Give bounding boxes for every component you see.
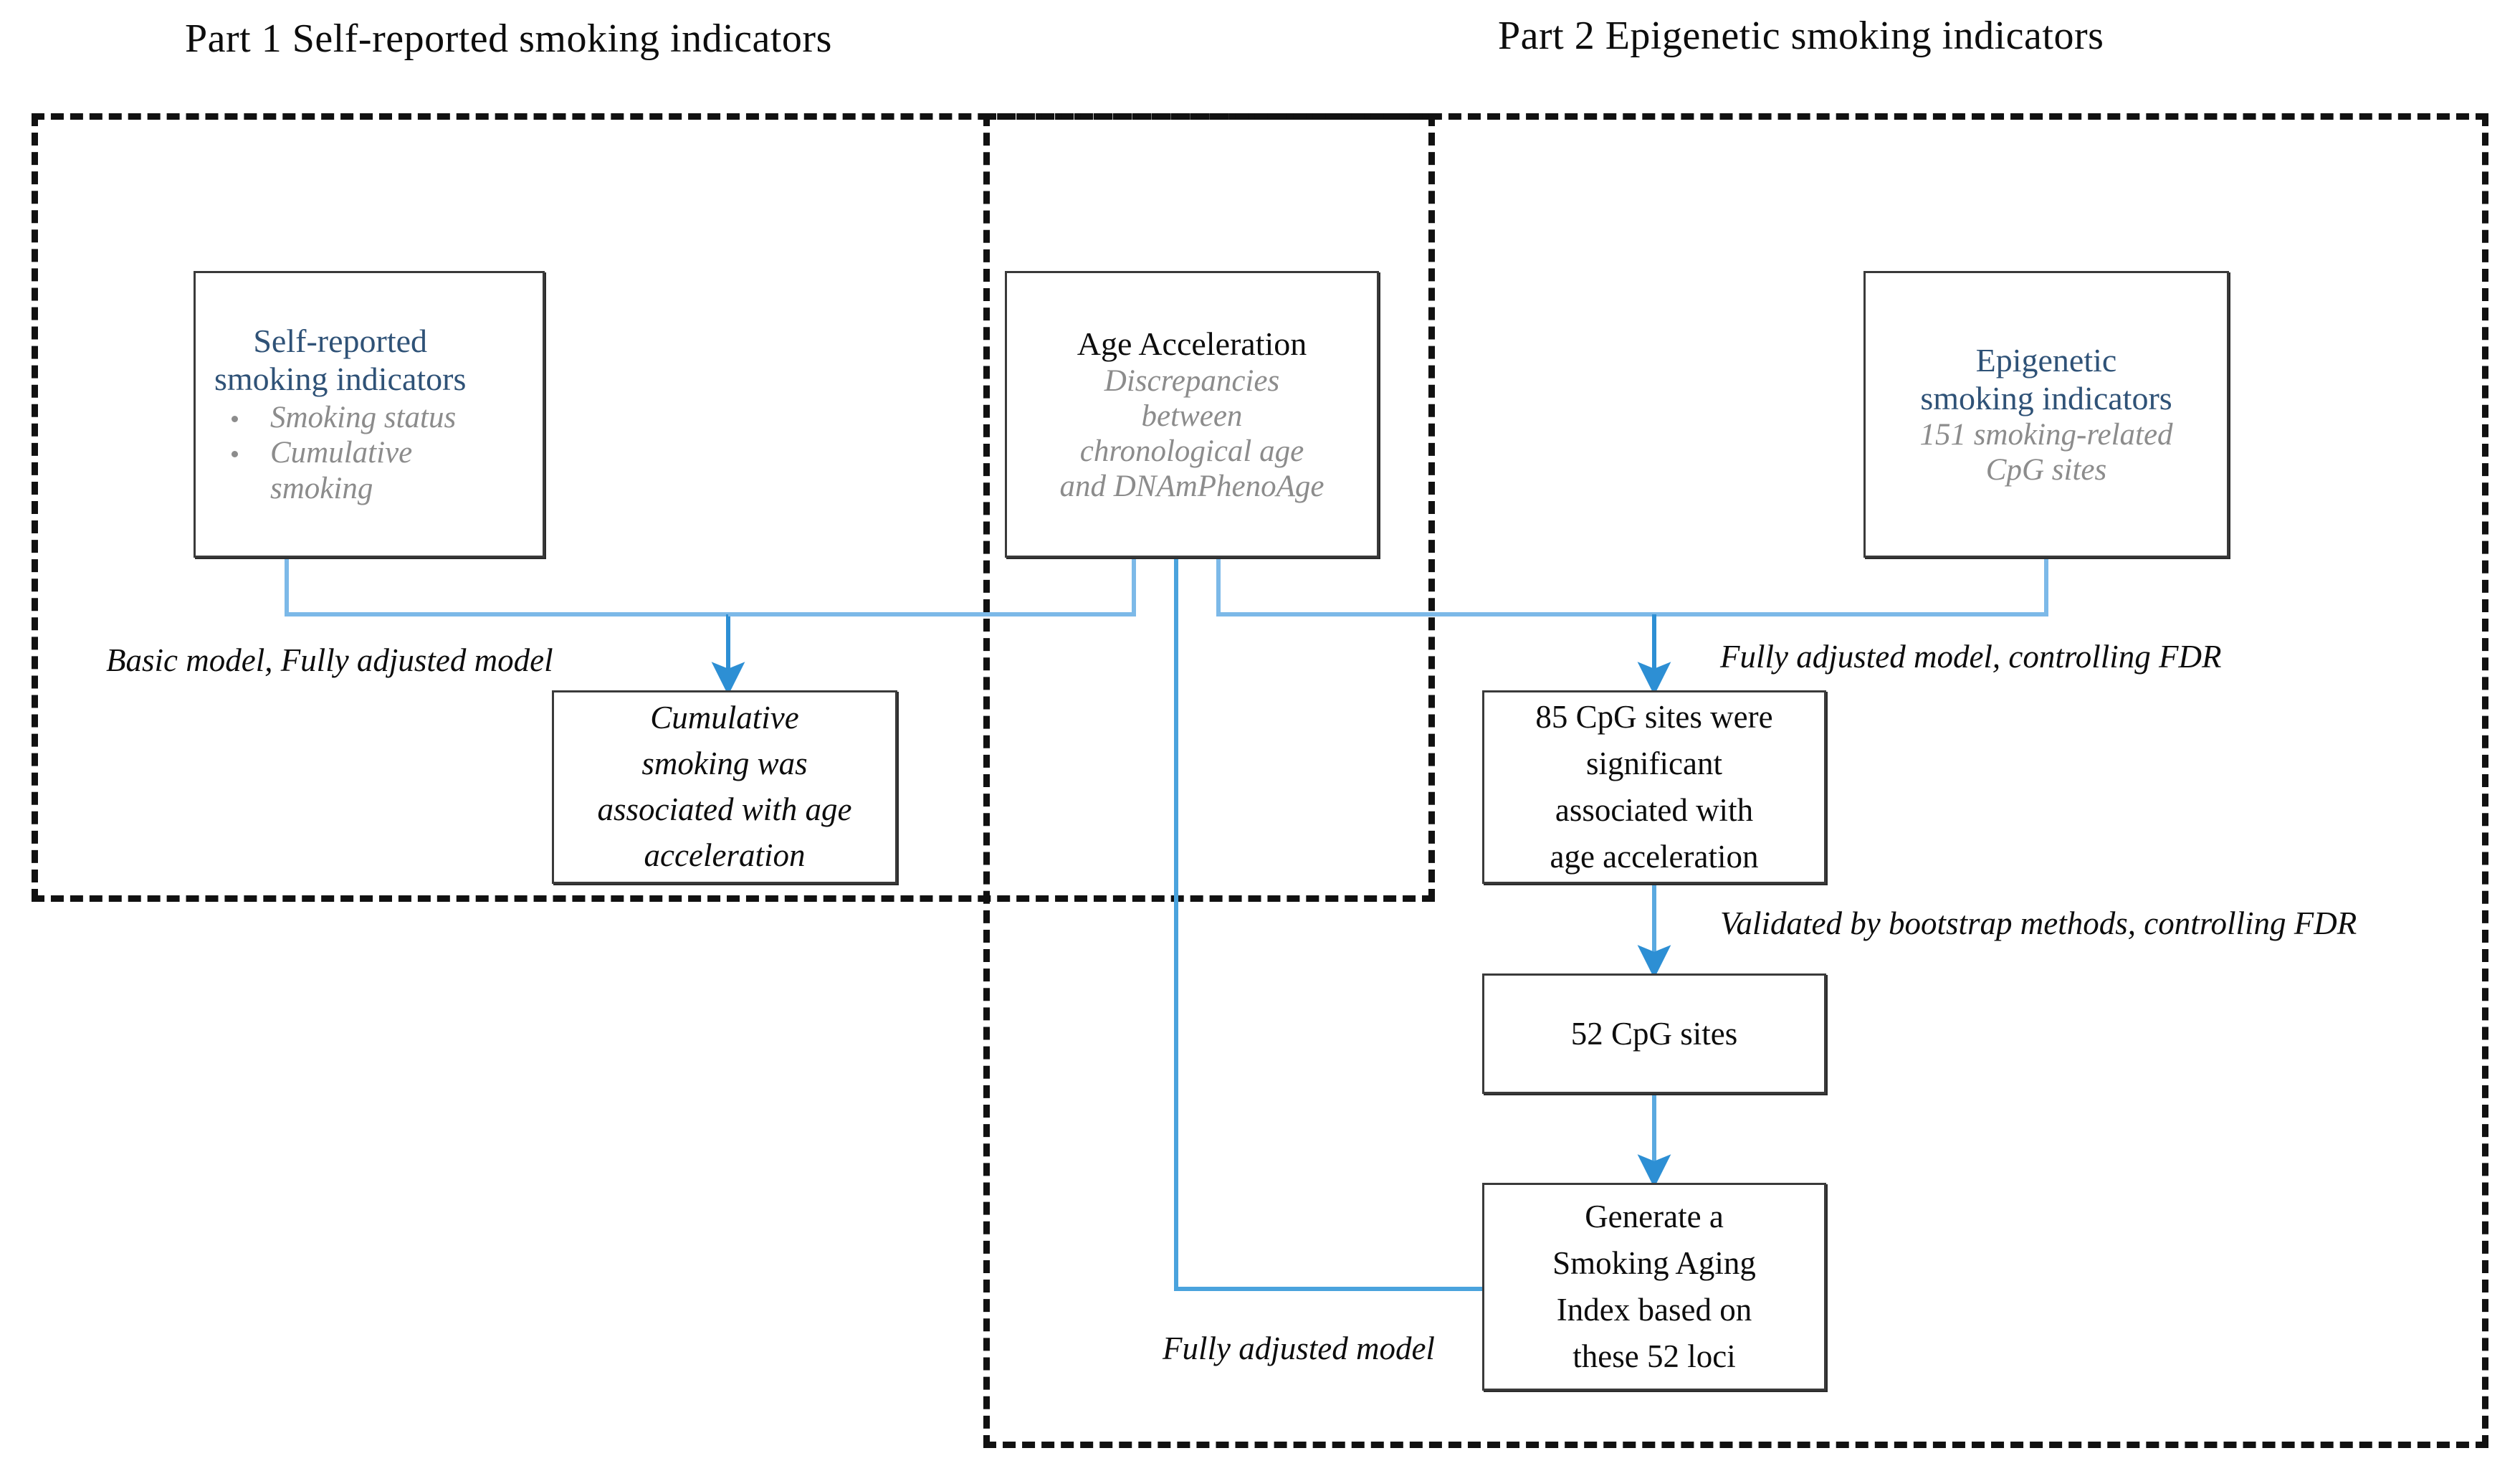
edge-label-basic-fully-adjusted-model: Basic model, Fully adjusted model [106,642,553,678]
edge-label-fully-adjusted-model-controlling-fdr: Fully adjusted model, controlling FDR [1720,639,2222,675]
node-52-cpg-sites[interactable]: 52 CpG sites [1482,973,1826,1094]
node-self-reported-heading: Self-reported smoking indicators [214,322,467,398]
list-item: Cumulative smoking [214,435,534,507]
node-85-cpg-sites-text: 85 CpG sites were significant associated… [1535,699,1773,875]
section-title-part1: Part 1 Self-reported smoking indicators [185,16,832,61]
node-smoking-aging-index[interactable]: Generate a Smoking Aging Index based on … [1482,1183,1826,1391]
node-52-cpg-sites-text: 52 CpG sites [1570,1015,1738,1052]
section-title-part2: Part 2 Epigenetic smoking indicators [1498,14,2104,58]
edge-label-fully-adjusted-model: Fully adjusted model [1163,1330,1435,1366]
node-epigenetic-smoking-indicators[interactable]: Epigenetic smoking indicators 151 smokin… [1863,271,2229,558]
edge-label-validated-by-bootstrap-methods: Validated by bootstrap methods, controll… [1720,905,2357,941]
node-cumulative-smoking-result[interactable]: Cumulative smoking was associated with a… [552,690,897,884]
node-epigenetic-heading: Epigenetic smoking indicators [1920,341,2172,416]
list-item: Smoking status [214,400,534,436]
node-85-cpg-sites[interactable]: 85 CpG sites were significant associated… [1482,690,1826,884]
node-age-acceleration[interactable]: Age Acceleration Discrepancies between c… [1005,271,1379,558]
node-age-acceleration-description: Discrepancies between chronological age … [1059,363,1325,503]
node-epigenetic-description: 151 smoking-related CpG sites [1919,418,2173,487]
node-cumulative-smoking-result-text: Cumulative smoking was associated with a… [597,700,852,873]
node-age-acceleration-heading: Age Acceleration [1077,325,1307,363]
node-smoking-aging-index-text: Generate a Smoking Aging Index based on … [1552,1199,1756,1374]
node-self-reported-smoking-indicators[interactable]: Self-reported smoking indicators Smoking… [194,271,545,558]
dashed-region-part1 [32,113,1435,902]
self-reported-bullet-list: Smoking status Cumulative smoking [214,400,534,508]
dashed-region-part2 [983,113,2488,1448]
